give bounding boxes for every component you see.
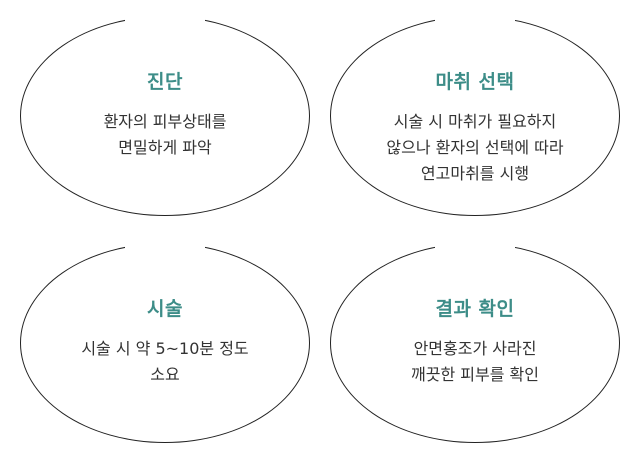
step-number-badge: 01 bbox=[125, 4, 205, 30]
step-description-line: 안면홍조가 사라진 bbox=[413, 339, 537, 358]
step-description: 시술 시 약 5~10분 정도 소요 bbox=[39, 336, 291, 388]
step-number-badge: 02 bbox=[435, 4, 515, 30]
step-title: 마취 선택 bbox=[435, 71, 515, 93]
step-description-line: 면밀하게 파악 bbox=[118, 138, 212, 157]
step-description: 시술 시 마취가 필요하지 않으나 환자의 선택에 따라 연고마취를 시행 bbox=[349, 109, 601, 187]
step-number-badge: 03 bbox=[125, 231, 205, 257]
step-title: 결과 확인 bbox=[435, 298, 515, 320]
step-card-02: 02 마취 선택 시술 시 마취가 필요하지 않으나 환자의 선택에 따라 연고… bbox=[330, 4, 620, 216]
step-description-line: 깨끗한 피부를 확인 bbox=[411, 365, 539, 384]
step-card-01: 01 진단 환자의 피부상태를 면밀하게 파악 bbox=[20, 4, 310, 216]
step-card-03: 03 시술 시술 시 약 5~10분 정도 소요 bbox=[20, 231, 310, 443]
step-description-line: 시술 시 약 5~10분 정도 bbox=[81, 339, 249, 358]
step-description-line: 않으나 환자의 선택에 따라 bbox=[386, 138, 564, 157]
step-title: 시술 bbox=[147, 298, 183, 320]
step-title: 진단 bbox=[147, 71, 183, 93]
step-number-badge: 04 bbox=[435, 231, 515, 257]
step-description-line: 환자의 피부상태를 bbox=[103, 112, 227, 131]
step-card-04: 04 결과 확인 안면홍조가 사라진 깨끗한 피부를 확인 bbox=[330, 231, 620, 443]
step-description: 안면홍조가 사라진 깨끗한 피부를 확인 bbox=[349, 336, 601, 388]
step-description: 환자의 피부상태를 면밀하게 파악 bbox=[39, 109, 291, 161]
step-description-line: 연고마취를 시행 bbox=[420, 164, 530, 183]
step-description-line: 소요 bbox=[150, 365, 180, 384]
step-description-line: 시술 시 마취가 필요하지 bbox=[393, 112, 557, 131]
